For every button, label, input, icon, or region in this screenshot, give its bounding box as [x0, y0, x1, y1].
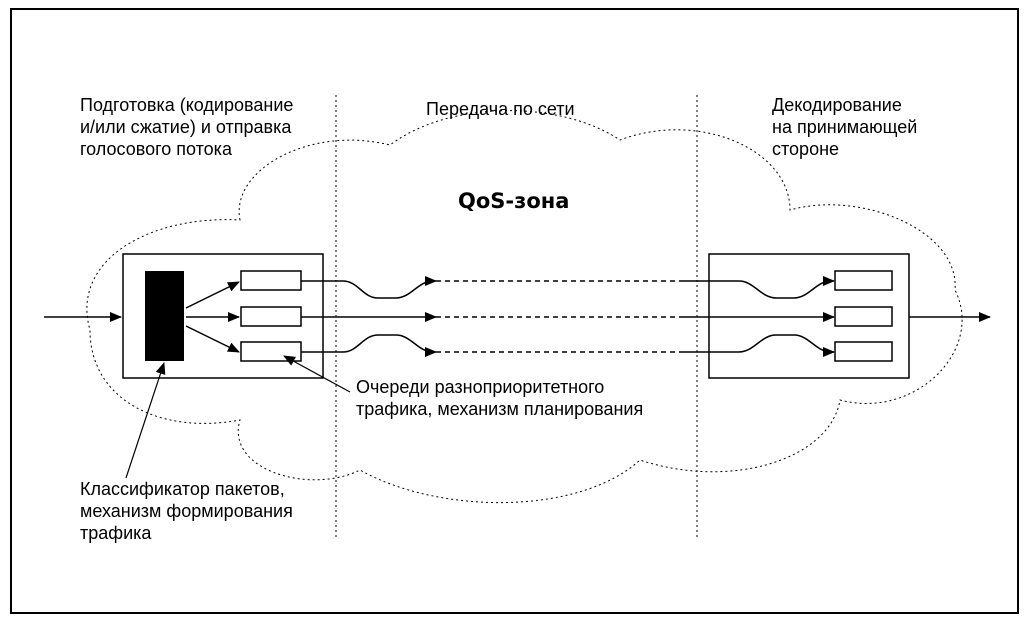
label-queues: Очереди разноприоритетного трафика, меха… — [356, 376, 643, 420]
sender-queue-2 — [240, 306, 302, 327]
classifier-block — [145, 271, 184, 361]
label-classifier-line-3: трафика — [80, 523, 152, 543]
label-classifier-line-2: механизм формирования — [80, 501, 293, 521]
receiver-queue-1 — [834, 270, 893, 291]
label-qos-zone: QoS-зона — [458, 189, 570, 213]
label-classifier: Классификатор пакетов, механизм формиров… — [80, 478, 293, 544]
label-queues-line-2: трафика, механизм планирования — [356, 399, 644, 419]
path-upper — [301, 280, 832, 299]
sender-queue-3 — [240, 341, 302, 362]
label-decoding-line-1: Декодирование — [772, 95, 902, 115]
pointer-classifier — [125, 362, 166, 479]
fan-arrow-3 — [185, 325, 240, 353]
qos-cloud — [86, 110, 963, 503]
label-queues-line-1: Очереди разноприоритетного — [356, 377, 605, 397]
pointer-queues — [283, 355, 351, 393]
label-decoding: Декодирование на принимающей стороне — [772, 94, 917, 160]
fan-arrow-1 — [185, 281, 240, 309]
outer-frame — [10, 8, 1019, 614]
receiver-queue-2 — [834, 306, 893, 327]
label-classifier-line-1: Классификатор пакетов, — [80, 479, 285, 499]
label-transfer-text: Передача по сети — [426, 99, 575, 119]
label-preparation-line-3: голосового потока — [80, 139, 232, 159]
label-decoding-line-2: на принимающей — [772, 117, 918, 137]
receiver-queue-3 — [834, 341, 893, 362]
label-preparation-line-1: Подготовка (кодирование — [80, 95, 294, 115]
path-lower — [301, 334, 832, 353]
label-transfer: Передача по сети — [426, 98, 575, 120]
receiver-box — [708, 253, 910, 379]
sender-queue-1 — [240, 270, 302, 291]
label-preparation: Подготовка (кодирование и/или сжатие) и … — [80, 94, 293, 160]
label-preparation-line-2: и/или сжатие) и отправка — [80, 117, 292, 137]
label-decoding-line-3: стороне — [772, 139, 840, 159]
